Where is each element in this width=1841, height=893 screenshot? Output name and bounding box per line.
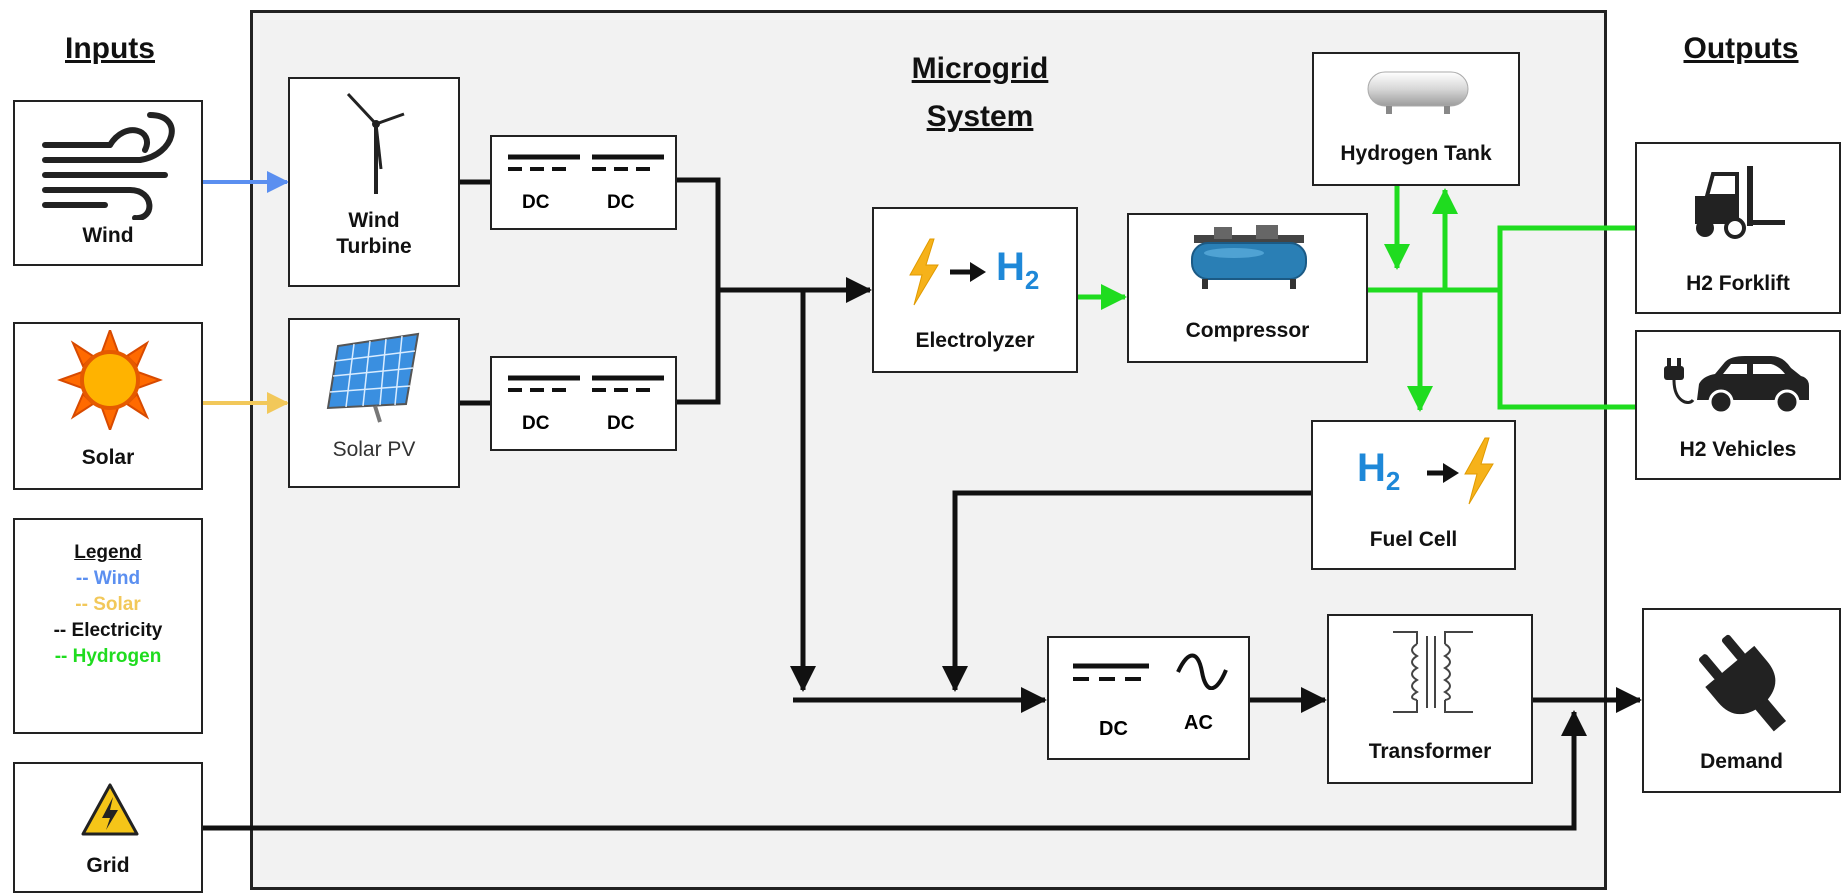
demand-label: Demand <box>1700 750 1783 773</box>
dc-label: DC <box>1099 718 1128 740</box>
dc-symbol-icon <box>508 375 664 392</box>
transformer-box: Transformer <box>1327 614 1533 784</box>
solar-input-box: Solar <box>13 322 203 490</box>
legend-item-solar: -- Solar <box>75 594 141 615</box>
h2-vehicles-box: H2 Vehicles <box>1635 330 1841 480</box>
dc-symbol-icon <box>508 154 664 171</box>
h2-letter: H <box>996 245 1025 289</box>
transformer-label: Transformer <box>1368 740 1492 763</box>
compressor-box: Compressor <box>1127 213 1368 363</box>
h2-letter: H <box>1357 446 1386 490</box>
solar-pv-label: Solar PV <box>332 438 416 461</box>
wind-turbine-icon <box>346 92 405 194</box>
outputs-heading: Outputs <box>1683 32 1799 65</box>
h2-vehicles-label: H2 Vehicles <box>1679 438 1797 461</box>
solar-panel-icon <box>326 332 420 423</box>
wind-label: Wind <box>82 224 134 247</box>
storage-tank-icon <box>1367 71 1469 114</box>
wind-icon <box>42 112 175 220</box>
transformer-coil-icon <box>1393 631 1473 713</box>
compressor-label: Compressor <box>1185 319 1310 342</box>
demand-box: Demand <box>1642 608 1841 793</box>
h2-symbol: H2 <box>996 245 1039 296</box>
legend-item-wind: -- Wind <box>75 568 141 589</box>
fuel-cell-label: Fuel Cell <box>1369 528 1458 551</box>
dcdc-converter-solar: DC DC <box>490 356 677 451</box>
electrolyzer-box: H2 Electrolyzer <box>872 207 1078 373</box>
grid-label: Grid <box>86 854 130 877</box>
inverter-box: DC AC <box>1047 636 1250 760</box>
electric-car-icon <box>1664 356 1809 415</box>
dc-label: DC <box>607 413 635 434</box>
lightning-bolt-icon <box>1464 437 1494 505</box>
grid-input-box: Grid <box>13 762 203 893</box>
arrow-right-icon <box>1427 463 1459 483</box>
dc-symbol-icon <box>1073 663 1149 681</box>
solar-label: Solar <box>81 446 135 469</box>
h2-subscript: 2 <box>1385 466 1401 496</box>
forklift-icon <box>1695 166 1785 239</box>
h2-symbol: H2 <box>1357 446 1400 497</box>
hydrogen-tank-label: Hydrogen Tank <box>1340 142 1492 165</box>
dc-label: DC <box>607 192 635 213</box>
dcdc-converter-wind: DC DC <box>490 135 677 230</box>
system-heading-line2: System <box>926 100 1034 133</box>
high-voltage-icon <box>81 783 139 836</box>
arrow-right-icon <box>950 262 986 282</box>
lightning-bolt-icon <box>909 238 939 306</box>
solar-pv-box: Solar PV <box>288 318 460 488</box>
h2-forklift-box: H2 Forklift <box>1635 142 1841 314</box>
dc-label: DC <box>522 413 550 434</box>
hydrogen-lines <box>1078 186 1635 412</box>
inputs-heading: Inputs <box>65 32 155 65</box>
legend-item-electricity: -- Electricity <box>53 620 163 641</box>
wind-turbine-label-line2: Turbine <box>336 235 412 258</box>
ac-label: AC <box>1184 712 1213 734</box>
legend-box: Legend -- Wind -- Solar -- Electricity -… <box>13 518 203 734</box>
wind-input-box: Wind <box>13 100 203 266</box>
legend-item-hydrogen: -- Hydrogen <box>54 646 162 667</box>
fuel-cell-box: H2 Fuel Cell <box>1311 420 1516 570</box>
sun-icon <box>57 330 163 430</box>
h2-forklift-label: H2 Forklift <box>1686 272 1790 295</box>
system-heading-line1: Microgrid <box>911 52 1049 85</box>
wind-turbine-label-line1: Wind <box>348 209 400 232</box>
air-compressor-icon <box>1191 225 1307 289</box>
hydrogen-tank-box: Hydrogen Tank <box>1312 52 1520 186</box>
legend-title: Legend <box>74 542 142 563</box>
electrolyzer-label: Electrolyzer <box>915 329 1035 352</box>
ac-sine-icon <box>1176 653 1228 690</box>
dc-label: DC <box>522 192 550 213</box>
power-plug-icon <box>1698 634 1787 732</box>
electricity-lines <box>203 177 1642 831</box>
wind-turbine-box: Wind Turbine <box>288 77 460 287</box>
h2-subscript: 2 <box>1024 265 1040 295</box>
